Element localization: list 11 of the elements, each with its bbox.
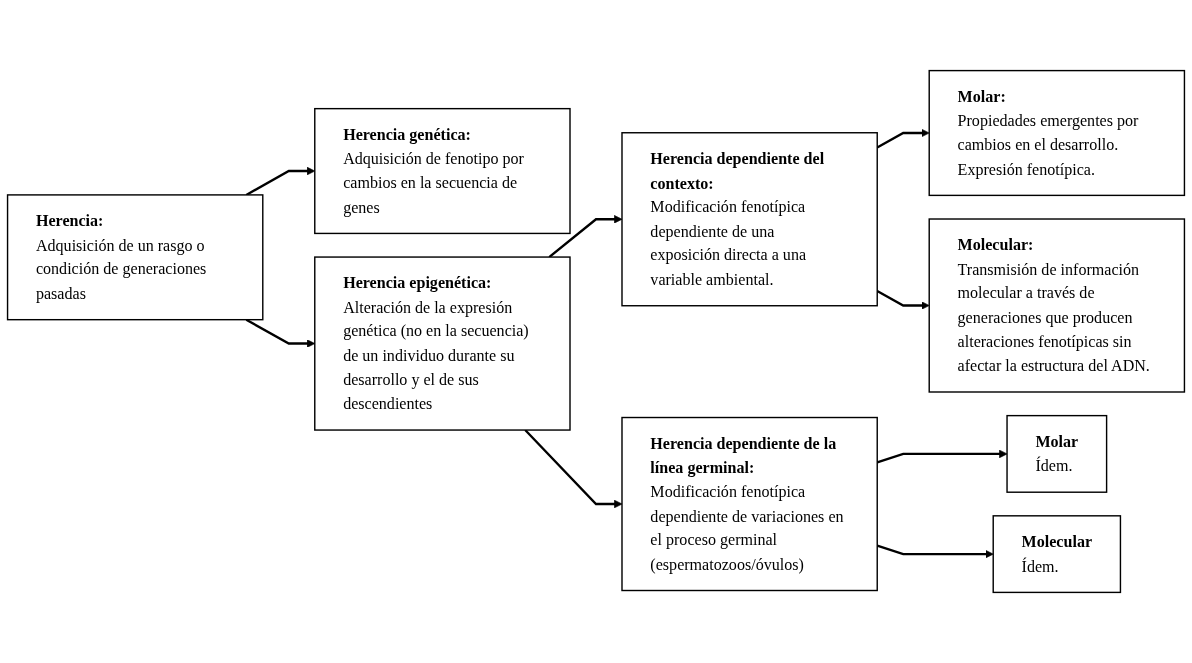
- node-box: Herencia genética: Adquisición de fenotipo por cambios en la secuencia de genes: [314, 107, 571, 235]
- node-box: Herencia epigenética: Alteración de la expresión genética (no en la secuencia) de un individuo durante su desarrollo y el de sus descendientes: [314, 256, 571, 431]
- arrow: [548, 215, 623, 258]
- node-box: Molecular: Transmisión de información molecular a través de generaciones que producen alteraciones fenotípicas sin afectar la estructura del ADN.: [928, 218, 1186, 393]
- node-box: Herencia dependiente del contexto: Modificación fenotípica dependiente de una exposición directa a una variable ambiental.: [621, 132, 878, 307]
- node-box: Herencia: Adquisición de un rasgo o condición de generaciones pasadas: [6, 194, 264, 321]
- arrow: [524, 429, 623, 509]
- node-box: Molar: Propiedades emergentes por cambios en el desarrollo. Expresión fenotípica.: [928, 69, 1186, 197]
- node-box: Molecular Ídem.: [992, 515, 1122, 594]
- node-box: Herencia dependiente de la línea germinal: Modificación fenotípica dependiente de variaciones en el proceso germinal (espermatozoos/óvulos): [621, 416, 878, 592]
- node-box: Molar Ídem.: [1006, 414, 1108, 493]
